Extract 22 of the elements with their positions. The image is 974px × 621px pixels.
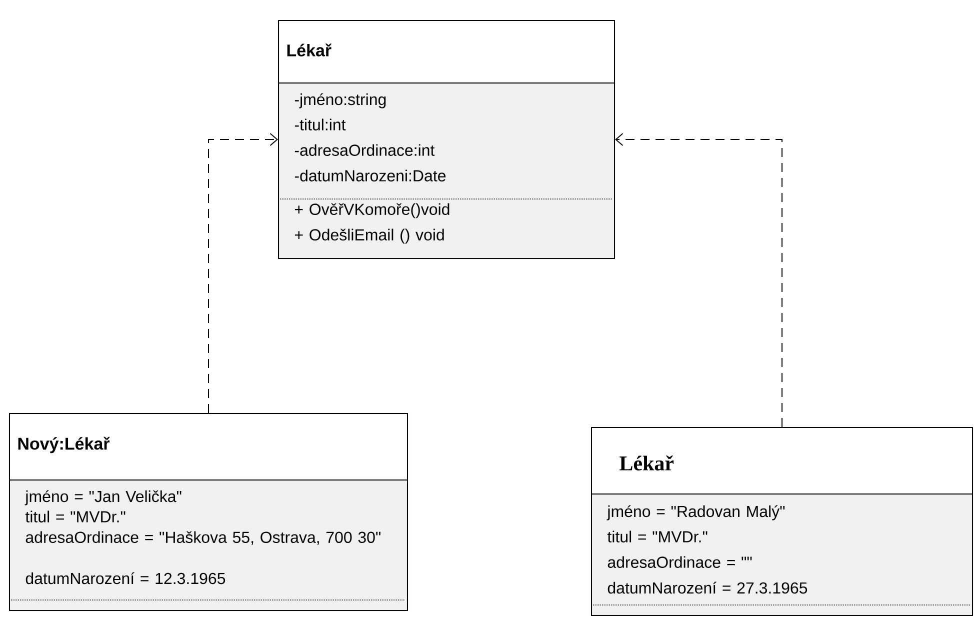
method-text: + OdešliEmail () void [295, 228, 444, 244]
class-box [590, 427, 974, 616]
attribute-text: jméno = "Radovan Malý" [606, 505, 785, 520]
attribute-text: -adresaOrdinace:int [294, 144, 435, 156]
dependency-arrow [208, 133, 278, 414]
attribute-text: -jméno:string [294, 93, 386, 108]
attribute-text: -datumNarozeni:Date [294, 170, 446, 182]
dependency-arrow [615, 133, 782, 428]
attribute-text: datumNarození = 12.3.1965 [26, 572, 226, 584]
class-name: Nový:Lékař [18, 436, 110, 454]
class-box [8, 413, 408, 611]
class-name: Lékař [287, 44, 332, 56]
attribute-text: -titul:int [294, 118, 346, 130]
class-box [278, 20, 615, 259]
attribute-text: titul = "MVDr." [607, 530, 708, 542]
attribute-text: adresaOrdinace = "" [608, 556, 752, 568]
attribute-text: jméno = "Jan Velička" [24, 490, 182, 506]
attribute-text: adresaOrdinace = "Haškova 55, Ostrava, 700 30" [26, 531, 380, 545]
method-text: + OvěřVKomoře()void [295, 203, 450, 218]
class-name: Lékař [620, 456, 674, 470]
attribute-text: titul = "MVDr." [25, 510, 126, 522]
attribute-text: datumNarození = 27.3.1965 [608, 582, 808, 594]
